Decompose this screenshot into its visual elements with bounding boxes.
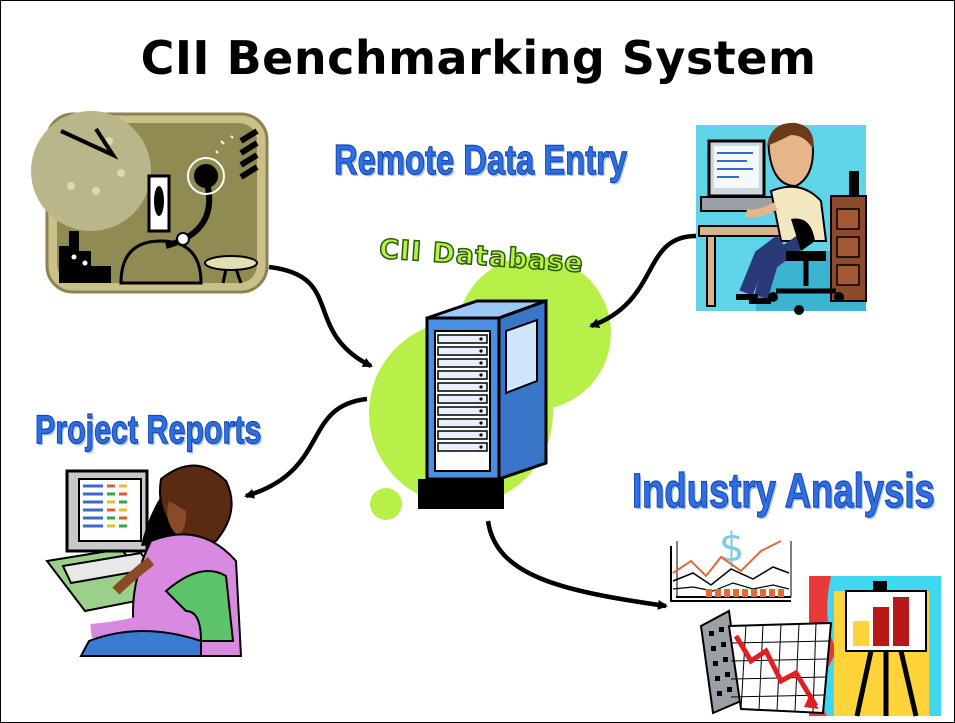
remote-data-entry-label: Remote Data Entry [334, 135, 628, 183]
industry-analysis-label: Industry Analysis [632, 464, 936, 518]
observatory-clipart-icon [31, 111, 269, 294]
arrow-man-to-database [589, 233, 697, 329]
database-server-icon [369, 256, 611, 520]
arrow-observatory-to-database [268, 264, 373, 369]
man-at-computer-clipart-icon [696, 122, 867, 315]
arrow-database-to-charts [485, 520, 668, 610]
woman-at-computer-clipart-icon [45, 464, 243, 657]
slide-title: CII Benchmarking System [140, 31, 817, 85]
charts-clipart-icon: $ [670, 525, 941, 717]
arrow-database-to-woman [244, 396, 368, 499]
project-reports-label: Project Reports [35, 407, 262, 452]
